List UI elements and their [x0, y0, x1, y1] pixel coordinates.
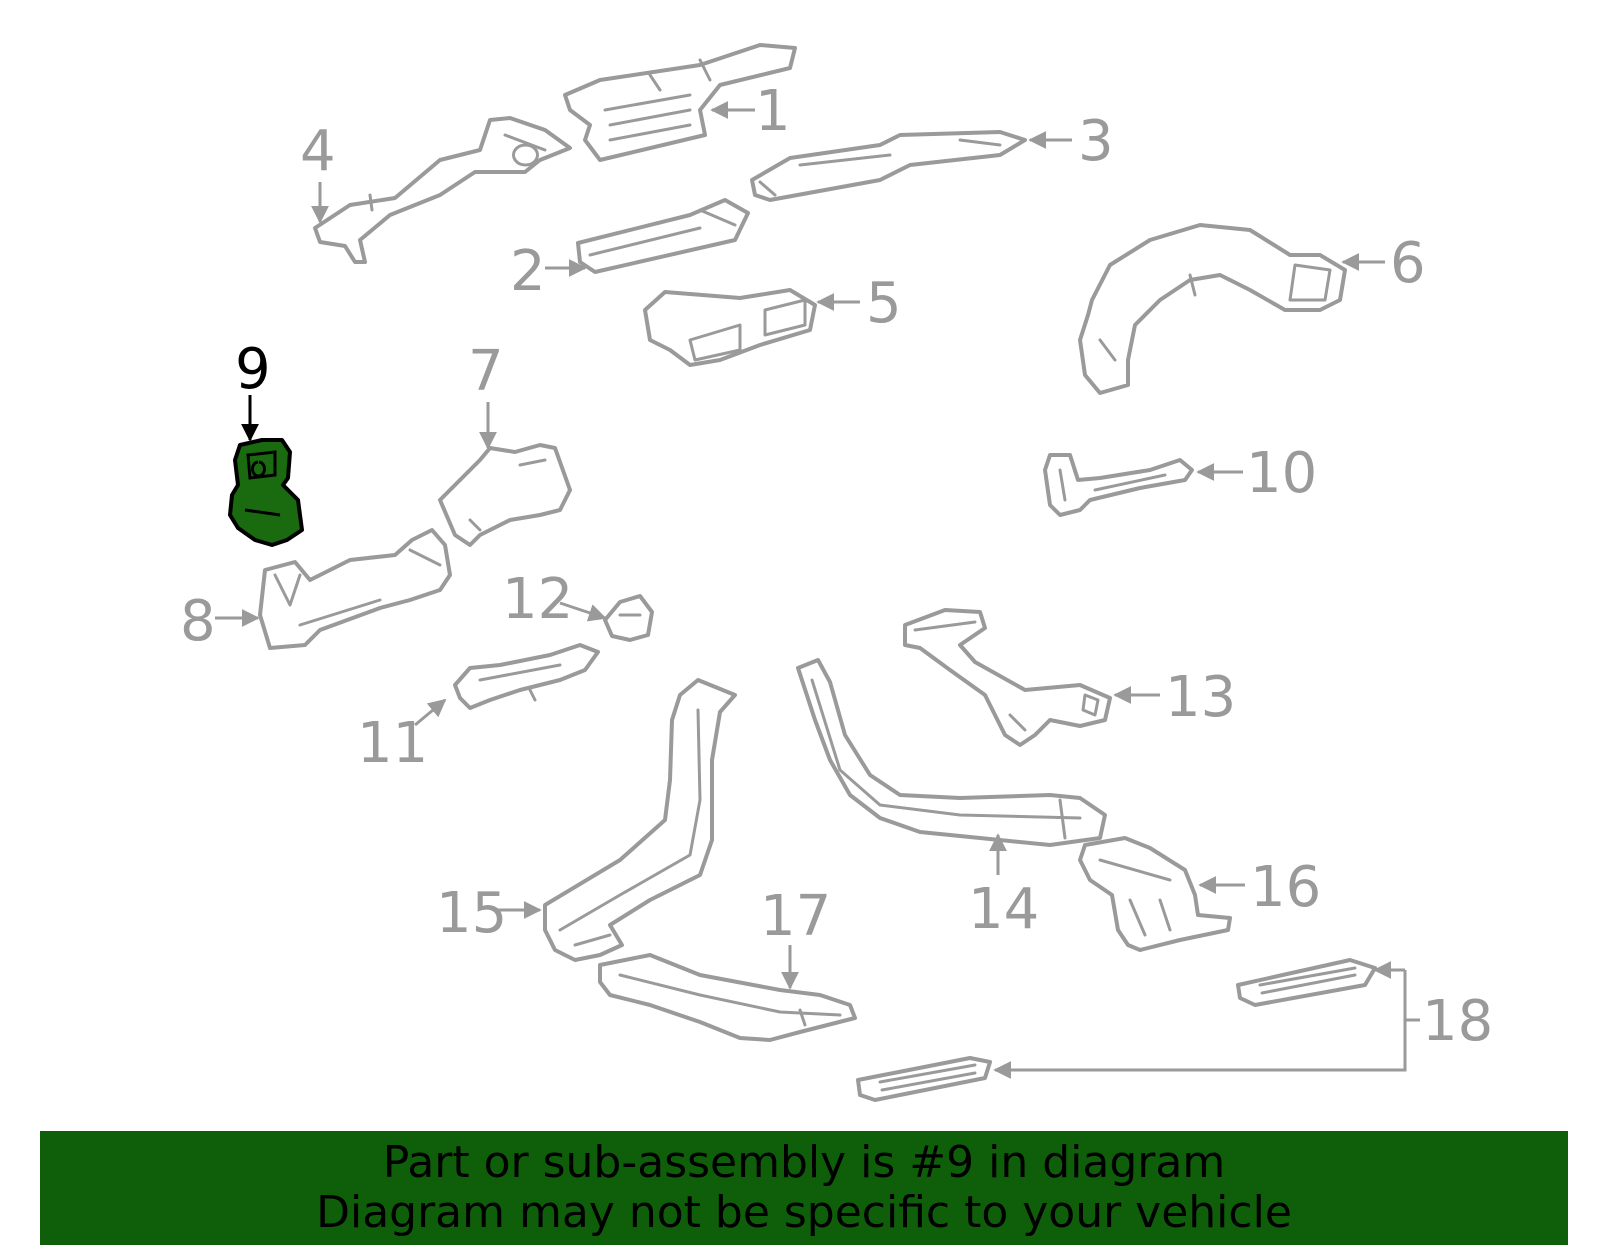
callout-7-label: 7 — [468, 339, 504, 404]
callout-7[interactable]: 7 — [468, 339, 504, 450]
callout-16-label: 16 — [1250, 855, 1321, 920]
callout-13[interactable]: 13 — [1113, 665, 1236, 730]
part-15-duct[interactable] — [543, 678, 737, 962]
part-7-duct[interactable] — [438, 443, 572, 547]
callout-18-label: 18 — [1422, 989, 1493, 1054]
part-6-duct[interactable] — [1078, 223, 1347, 395]
callout-14-label: 14 — [968, 877, 1039, 942]
callout-10[interactable]: 10 — [1196, 441, 1317, 506]
callout-3[interactable]: 3 — [1028, 109, 1114, 174]
callout-15[interactable]: 15 — [436, 881, 542, 946]
callout-6-label: 6 — [1390, 231, 1426, 296]
parts-diagram: 1 2 3 4 5 6 — [180, 43, 1493, 1102]
part-8-duct[interactable] — [258, 528, 452, 650]
callout-4-label: 4 — [300, 119, 336, 184]
callout-5[interactable]: 5 — [816, 271, 902, 336]
part-1-duct[interactable] — [563, 43, 797, 162]
callout-4[interactable]: 4 — [300, 119, 336, 224]
callout-16[interactable]: 16 — [1198, 855, 1321, 920]
callout-1[interactable]: 1 — [710, 79, 791, 144]
callout-2[interactable]: 2 — [510, 239, 587, 304]
part-5-vent[interactable] — [643, 288, 817, 367]
callout-11[interactable]: 11 — [357, 698, 447, 776]
part-16-duct[interactable] — [1078, 836, 1232, 952]
callout-13-label: 13 — [1165, 665, 1236, 730]
banner-line-1: Part or sub-assembly is #9 in diagram — [382, 1137, 1226, 1188]
callout-9-label: 9 — [235, 337, 271, 402]
callout-8[interactable]: 8 — [180, 589, 260, 654]
callout-17[interactable]: 17 — [760, 884, 831, 990]
callout-5-label: 5 — [866, 271, 902, 336]
callout-11-label: 11 — [357, 711, 428, 776]
part-18-vent-upper[interactable] — [1236, 958, 1377, 1007]
callout-12-label: 12 — [502, 567, 573, 632]
part-14-duct[interactable] — [796, 658, 1107, 847]
part-4-duct[interactable] — [313, 116, 572, 264]
callout-12[interactable]: 12 — [502, 567, 607, 632]
callout-15-label: 15 — [436, 881, 507, 946]
callout-2-label: 2 — [510, 239, 546, 304]
part-11-duct[interactable] — [453, 643, 600, 710]
part-18-vent-lower[interactable] — [856, 1056, 992, 1102]
part-9-duct-highlighted[interactable] — [228, 438, 304, 547]
callout-8-label: 8 — [180, 589, 216, 654]
part-2-duct[interactable] — [576, 198, 750, 274]
callout-14[interactable]: 14 — [968, 833, 1039, 942]
banner-line-2: Diagram may not be specific to your vehi… — [316, 1187, 1292, 1238]
part-17-duct[interactable] — [598, 953, 857, 1042]
callout-3-label: 3 — [1078, 109, 1114, 174]
part-13-duct[interactable] — [903, 608, 1112, 747]
callout-9[interactable]: 9 — [235, 337, 271, 442]
part-12-clip[interactable] — [603, 594, 654, 642]
part-3-duct[interactable] — [750, 130, 1027, 202]
callout-6[interactable]: 6 — [1341, 231, 1426, 296]
part-10-duct[interactable] — [1043, 453, 1194, 517]
callout-17-label: 17 — [760, 884, 831, 949]
callout-18[interactable]: 18 — [993, 961, 1493, 1079]
info-banner: Part or sub-assembly is #9 in diagram Di… — [40, 1131, 1568, 1245]
callout-10-label: 10 — [1246, 441, 1317, 506]
callout-1-label: 1 — [755, 79, 791, 144]
